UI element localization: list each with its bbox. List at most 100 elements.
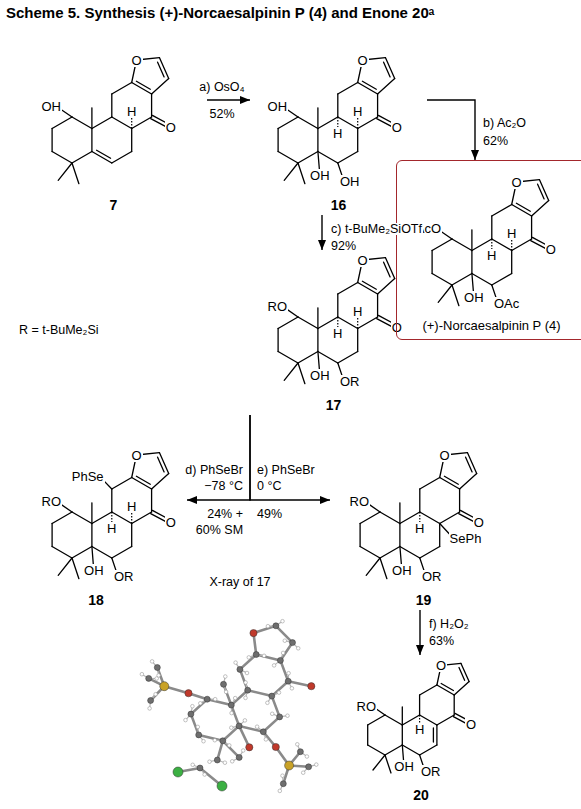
atom-label: O bbox=[165, 516, 177, 529]
xray-atom bbox=[260, 729, 266, 735]
bond bbox=[112, 478, 132, 490]
bond bbox=[452, 239, 472, 251]
double-bond bbox=[516, 203, 530, 211]
xray-bond bbox=[280, 660, 288, 681]
methyl-bond bbox=[91, 108, 92, 129]
xray-atom bbox=[285, 678, 291, 684]
xray-hydrogen bbox=[244, 696, 248, 700]
atom-label: OR bbox=[113, 570, 135, 583]
bond bbox=[52, 512, 72, 524]
bond bbox=[380, 547, 400, 559]
bond bbox=[278, 317, 298, 329]
reaction-arrow bbox=[419, 610, 420, 655]
methyl-bond bbox=[385, 755, 391, 773]
bond bbox=[317, 129, 318, 152]
atom-label: H bbox=[414, 522, 425, 535]
bond bbox=[91, 129, 92, 152]
bond bbox=[298, 352, 318, 364]
atom-label: RO bbox=[349, 495, 371, 508]
compound: 16 bbox=[250, 50, 427, 215]
bond bbox=[439, 524, 440, 547]
bond bbox=[72, 152, 92, 164]
xray-bond bbox=[240, 655, 256, 670]
atom-label: H bbox=[106, 522, 117, 535]
xray-atom bbox=[253, 652, 259, 658]
xray-hydrogen bbox=[266, 701, 270, 705]
xray-atom bbox=[236, 723, 242, 729]
xray-bond bbox=[263, 717, 279, 732]
xray-atom bbox=[297, 749, 303, 755]
condition-note: 52% bbox=[209, 108, 236, 121]
bond bbox=[492, 274, 512, 286]
xray-hydrogen bbox=[286, 714, 290, 718]
double-bond bbox=[384, 62, 391, 77]
reagent-label: c) t-BuMe₂SiOTf bbox=[330, 223, 423, 236]
bond bbox=[338, 352, 358, 364]
bond bbox=[440, 512, 460, 524]
xray-bond bbox=[256, 655, 280, 661]
xray-atom bbox=[236, 754, 242, 760]
bond bbox=[511, 251, 512, 274]
bond bbox=[531, 216, 532, 239]
condition-note: 60% SM bbox=[195, 524, 244, 537]
atom-label: OH bbox=[83, 564, 105, 577]
bond bbox=[338, 152, 358, 164]
methyl-bond bbox=[373, 755, 385, 770]
bond bbox=[420, 745, 437, 755]
bond bbox=[431, 251, 432, 274]
bond bbox=[357, 129, 358, 152]
bond bbox=[377, 94, 378, 117]
xray-hydrogen bbox=[148, 707, 152, 711]
condition-note: −78 °C bbox=[203, 480, 244, 493]
reaction-arrow bbox=[250, 415, 330, 500]
xray-hydrogen bbox=[301, 771, 305, 775]
xray-bond bbox=[276, 626, 293, 643]
atom-label: H bbox=[352, 305, 363, 318]
bond bbox=[92, 547, 112, 559]
condition-note: 49% bbox=[256, 508, 283, 521]
compound-name: (+)-Norcaesalpinin P (4) bbox=[397, 319, 581, 333]
bond bbox=[377, 294, 378, 317]
double-bond bbox=[459, 668, 465, 681]
bond bbox=[337, 294, 338, 317]
xray-hydrogen bbox=[191, 763, 195, 767]
atom-label: OR bbox=[420, 765, 442, 778]
bond bbox=[420, 478, 440, 490]
xray-bond bbox=[191, 714, 199, 735]
compound-number: 18 bbox=[5, 593, 187, 608]
methyl-bond bbox=[402, 707, 403, 725]
xray-hydrogen bbox=[150, 660, 154, 664]
bond bbox=[512, 239, 532, 251]
compound-number: 7 bbox=[20, 198, 207, 213]
xray-hydrogen bbox=[223, 761, 227, 765]
bond bbox=[277, 129, 278, 152]
reagent-label: f) H₂O₂ bbox=[428, 618, 470, 631]
bond bbox=[278, 352, 298, 364]
methyl-bond bbox=[471, 230, 472, 251]
compound: 18 bbox=[5, 445, 187, 610]
xray-atom bbox=[280, 781, 286, 787]
double-bond bbox=[362, 281, 376, 289]
xray-bond bbox=[223, 726, 239, 741]
xray-hydrogen bbox=[287, 671, 291, 675]
bond bbox=[454, 682, 469, 695]
atom-label: OAc bbox=[493, 297, 520, 310]
bond bbox=[432, 274, 452, 286]
scheme-title: Scheme 5. Synthesis (+)-Norcaesalpinin P… bbox=[6, 3, 436, 23]
bond bbox=[112, 547, 132, 559]
xray-atom bbox=[220, 738, 226, 744]
bond bbox=[432, 239, 452, 251]
bond bbox=[454, 695, 455, 715]
xray-hydrogen bbox=[140, 672, 144, 676]
xray-atom bbox=[228, 702, 234, 708]
xray-hydrogen bbox=[277, 691, 281, 695]
xray-hydrogen bbox=[281, 651, 285, 655]
methyl-bond bbox=[399, 503, 400, 524]
xray-hydrogen bbox=[154, 692, 158, 696]
methyl-bond bbox=[91, 503, 92, 524]
bond bbox=[72, 117, 92, 129]
xray-bond bbox=[231, 705, 239, 726]
atom-label: O bbox=[130, 54, 142, 67]
compound-number: 17 bbox=[240, 398, 427, 413]
reagent-label: a) OsO₄ bbox=[198, 81, 245, 94]
